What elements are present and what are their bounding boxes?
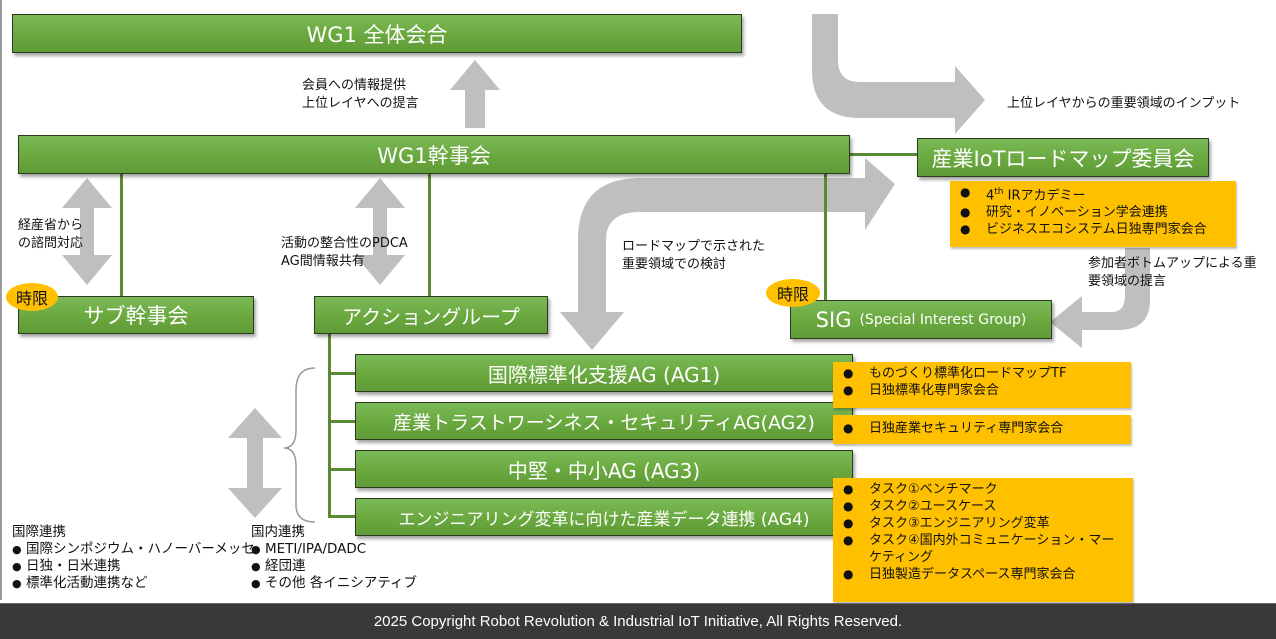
roadmap-note-item: ビジネスエコシステム日独専門家会合 — [958, 221, 1228, 238]
iot-roadmap-committee-box[interactable]: 産業IoTロードマップ委員会 — [917, 138, 1209, 177]
label-info-to-members: 会員への情報提供 上位レイヤへの提言 — [302, 77, 419, 113]
roadmap-note-item: 4th IRアカデミー — [958, 184, 1228, 204]
slide-left-border — [0, 0, 2, 600]
ag4-note-item: タスク③エンジニアリング変革 — [841, 515, 1125, 532]
domestic-item: 経団連 — [251, 558, 417, 575]
label-roadmap-study: ロードマップで示された 重要領域での検討 — [622, 238, 765, 274]
connector-steering-action — [428, 173, 431, 297]
international-item: 日独・日米連携 — [12, 558, 255, 575]
time-limit-badge-sub-text: 時限 — [15, 289, 48, 308]
label-line: 会員への情報提供 — [302, 78, 407, 93]
label-line: 上位レイヤへの提言 — [302, 96, 419, 111]
label-line: 経産省から — [18, 218, 84, 233]
connector-ag1 — [328, 372, 356, 375]
wg1-steering-committee-box[interactable]: WG1幹事会 — [18, 135, 850, 174]
ag4-box[interactable]: エンジニアリング変革に向けた産業データ連携 (AG4) — [355, 498, 853, 536]
ag4-label: エンジニアリング変革に向けた産業データ連携 (AG4) — [398, 509, 810, 530]
international-title: 国際連携 — [12, 524, 66, 540]
ag4-notes: タスク①ベンチマーク タスク②ユースケース タスク③エンジニアリング変革 タスク… — [833, 478, 1133, 602]
label-line: 上位レイヤからの重要領域のインプット — [1007, 96, 1241, 111]
arrow-upper-input — [812, 14, 985, 134]
international-collaboration: 国際連携 国際シンポジウム・ハノーバーメッセ 日独・日米連携 標準化活動連携など — [12, 524, 255, 592]
connector-steering-sub — [120, 173, 123, 297]
label-upper-input: 上位レイヤからの重要領域のインプット — [1007, 95, 1240, 113]
sig-label: SIG — [815, 307, 852, 332]
connector-ag3 — [328, 468, 356, 471]
ag3-label: 中堅・中小AG (AG3) — [507, 458, 701, 483]
ag-brace — [283, 367, 316, 523]
connector-ag2 — [328, 420, 356, 423]
time-limit-badge-sig: 時限 — [766, 279, 820, 307]
connector-ag4 — [328, 515, 356, 518]
ag2-label: 産業トラストワーシネス・セキュリティAG(AG2) — [393, 411, 815, 434]
label-line: ロードマップで示された — [622, 239, 766, 254]
wg1-general-meeting-label: WG1 全体会合 — [306, 22, 448, 47]
ag1-notes: ものづくり標準化ロードマップTF 日独標準化専門家会合 — [833, 362, 1131, 408]
ag2-note-item: 日独産業セキュリティ専門家会合 — [841, 420, 1123, 437]
label-meti-consultation: 経産省から の諮問対応 — [18, 217, 83, 253]
label-line: の諮問対応 — [18, 236, 84, 251]
note-rest: IRアカデミー — [1003, 188, 1086, 204]
label-bottom-up: 参加者ボトムアップによる重 要領域の提言 — [1088, 255, 1257, 291]
ag1-note-item: ものづくり標準化ロードマップTF — [841, 365, 1123, 382]
sig-box[interactable]: SIG (Special Interest Group) — [790, 300, 1052, 339]
sub-steering-committee-label: サブ幹事会 — [83, 304, 189, 328]
label-line: 重要領域での検討 — [622, 257, 727, 272]
ag4-note-item: タスク②ユースケース — [841, 498, 1125, 515]
domestic-item: METI/IPA/DADC — [251, 541, 417, 558]
copyright-text: 2025 Copyright Robot Revolution & Indust… — [373, 613, 903, 630]
arrow-up-to-general — [450, 60, 500, 128]
roadmap-note-item: 研究・イノベーション学会連携 — [958, 204, 1228, 221]
note-sup: th — [994, 187, 1004, 197]
double-arrow-meti — [62, 178, 112, 285]
arrow-bottom-up — [1050, 248, 1150, 348]
label-line: AG間情報共有 — [281, 254, 365, 269]
action-group-label: アクショングループ — [342, 304, 520, 329]
label-line: 要領域の提言 — [1088, 274, 1167, 289]
label-line: 参加者ボトムアップによる重 — [1088, 256, 1257, 271]
ag4-note-item: タスク①ベンチマーク — [841, 481, 1125, 498]
connector-action-trunk — [328, 333, 331, 518]
double-arrow-collaboration — [228, 408, 282, 518]
label-line: 活動の整合性のPDCA — [281, 236, 408, 251]
ag4-note-item: タスク④国内外コミュニケーション・マーケティング — [841, 532, 1125, 566]
domestic-title: 国内連携 — [251, 524, 305, 540]
ag1-note-item: 日独標準化専門家会合 — [841, 382, 1123, 399]
wg1-steering-committee-label: WG1幹事会 — [377, 143, 491, 168]
time-limit-badge-sub: 時限 — [6, 283, 58, 311]
action-group-box[interactable]: アクショングループ — [314, 296, 548, 334]
time-limit-badge-sig-text: 時限 — [776, 285, 809, 304]
arrow-roadmap-study — [560, 158, 895, 350]
double-arrow-pdca — [355, 178, 405, 285]
note-num: 4 — [986, 188, 995, 204]
copyright-footer: 2025 Copyright Robot Revolution & Indust… — [0, 603, 1276, 639]
ag2-box[interactable]: 産業トラストワーシネス・セキュリティAG(AG2) — [355, 402, 853, 440]
connector-steering-sig — [824, 173, 827, 301]
label-pdca: 活動の整合性のPDCA AG間情報共有 — [281, 235, 408, 271]
ag4-note-item: 日独製造データスペース専門家会合 — [841, 566, 1125, 583]
ag1-box[interactable]: 国際標準化支援AG (AG1) — [355, 354, 853, 392]
iot-roadmap-committee-label: 産業IoTロードマップ委員会 — [931, 146, 1195, 171]
ag1-label: 国際標準化支援AG (AG1) — [487, 362, 721, 387]
ag3-box[interactable]: 中堅・中小AG (AG3) — [355, 450, 853, 488]
sig-sub-label: (Special Interest Group) — [859, 311, 1027, 328]
connector-steering-roadmap — [850, 153, 918, 156]
ag2-notes: 日独産業セキュリティ専門家会合 — [833, 415, 1131, 444]
international-item: 標準化活動連携など — [12, 575, 255, 592]
domestic-collaboration: 国内連携 METI/IPA/DADC 経団連 その他 各イニシアティブ — [251, 524, 417, 592]
domestic-item: その他 各イニシアティブ — [251, 575, 417, 592]
wg1-general-meeting-box[interactable]: WG1 全体会合 — [12, 14, 742, 53]
international-item: 国際シンポジウム・ハノーバーメッセ — [12, 541, 255, 558]
roadmap-notes: 4th IRアカデミー 研究・イノベーション学会連携 ビジネスエコシステム日独専… — [950, 181, 1236, 247]
sub-steering-committee-box[interactable]: サブ幹事会 — [18, 296, 254, 334]
